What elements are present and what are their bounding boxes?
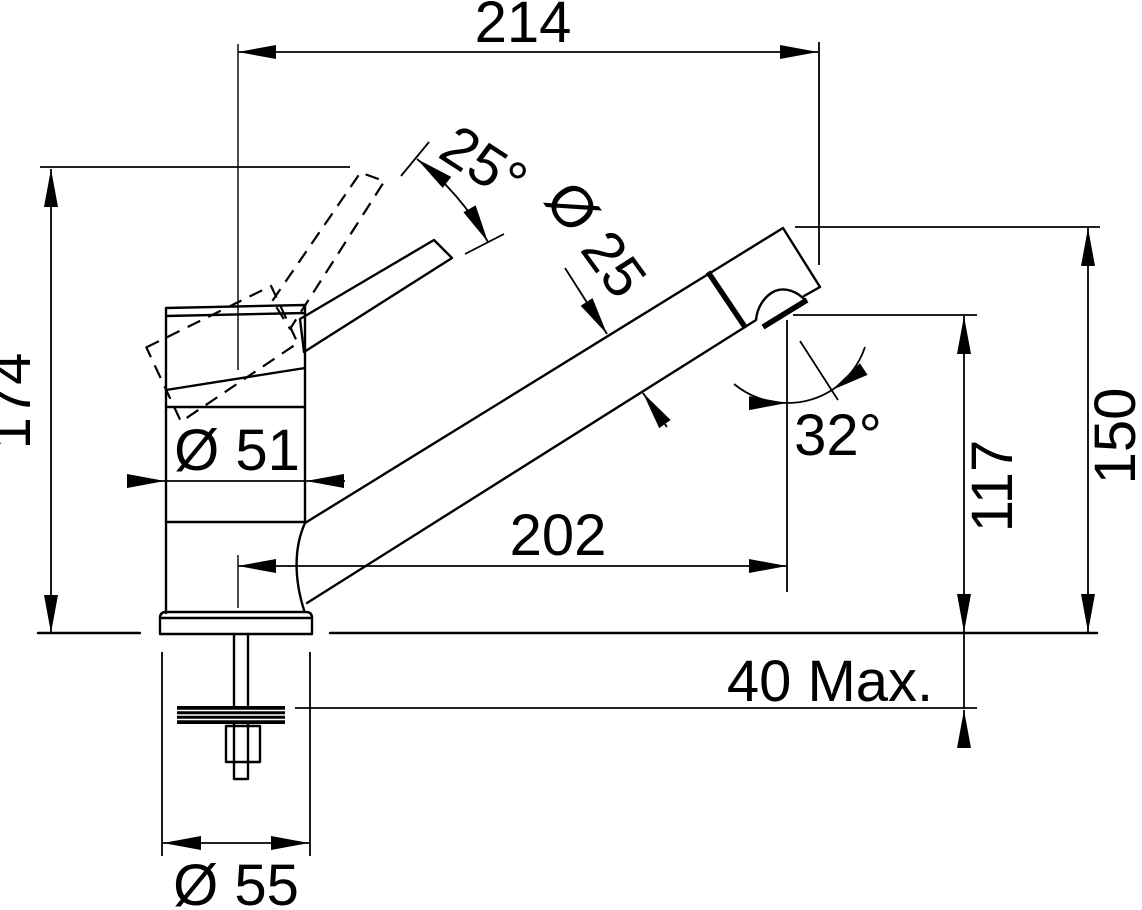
dimension-total-height: 174: [0, 166, 350, 633]
body-column: [164, 366, 307, 615]
dim-arc-32deg-left: [733, 383, 788, 411]
washer-hatch-lines: [177, 709, 285, 721]
handle-lever: [298, 238, 454, 354]
dim-arc-25deg: [416, 158, 489, 243]
dimension-spout-height: 150: [795, 226, 1142, 632]
dim-arc-32deg-mid: [786, 389, 833, 404]
spout-tube: [303, 226, 822, 605]
spout-joint-line: [705, 270, 748, 329]
dimension-base-diameter: Ø 55: [161, 652, 311, 910]
dimension-max-counter-thickness: 40 Max.: [295, 649, 977, 748]
spout-diameter-label: Ø 25: [533, 170, 660, 310]
outlet-angle-label: 32°: [794, 403, 882, 468]
dia25-leader-upper: [564, 267, 608, 335]
max-counter-thickness-label: 40 Max.: [727, 649, 933, 714]
handle-angle-label: 25°: [429, 113, 538, 215]
overall-reach-label: 214: [475, 0, 572, 55]
aerator-outlet-face: [761, 297, 809, 330]
mounting-nut: [224, 724, 262, 764]
dimension-outlet-angle: 32°: [733, 340, 882, 468]
handle-lever-raised-outline: [271, 171, 386, 331]
spray-direction-ray: [799, 340, 839, 401]
dimension-outlet-height: 117: [793, 314, 1025, 708]
shank-tail: [232, 760, 250, 781]
dimension-spout-reach: 202: [238, 320, 788, 592]
handle-cap-raised-outline: [145, 284, 299, 423]
total-height-label: 174: [0, 353, 43, 450]
dim-arc-32deg-right: [831, 346, 868, 391]
outlet-height-label: 117: [960, 440, 1025, 532]
body-diameter-label: Ø 51: [174, 418, 300, 483]
faucet-outline: [36, 44, 1099, 781]
dia25-leader-lower: [642, 392, 671, 429]
spout-reach-label: 202: [510, 503, 607, 568]
base-diameter-label: Ø 55: [173, 853, 299, 910]
dimension-body-diameter: Ø 51: [127, 418, 345, 488]
handle-raised-position: [145, 171, 386, 423]
mounting-washer: [177, 706, 285, 724]
base-flange: [158, 610, 314, 636]
dimension-overall-reach: 214: [238, 0, 820, 265]
angle-rays-25deg: [400, 141, 505, 255]
spout-height-label: 150: [1083, 388, 1142, 485]
aerator-housing: [743, 288, 808, 329]
dimension-handle-angle: 25°: [400, 113, 538, 255]
